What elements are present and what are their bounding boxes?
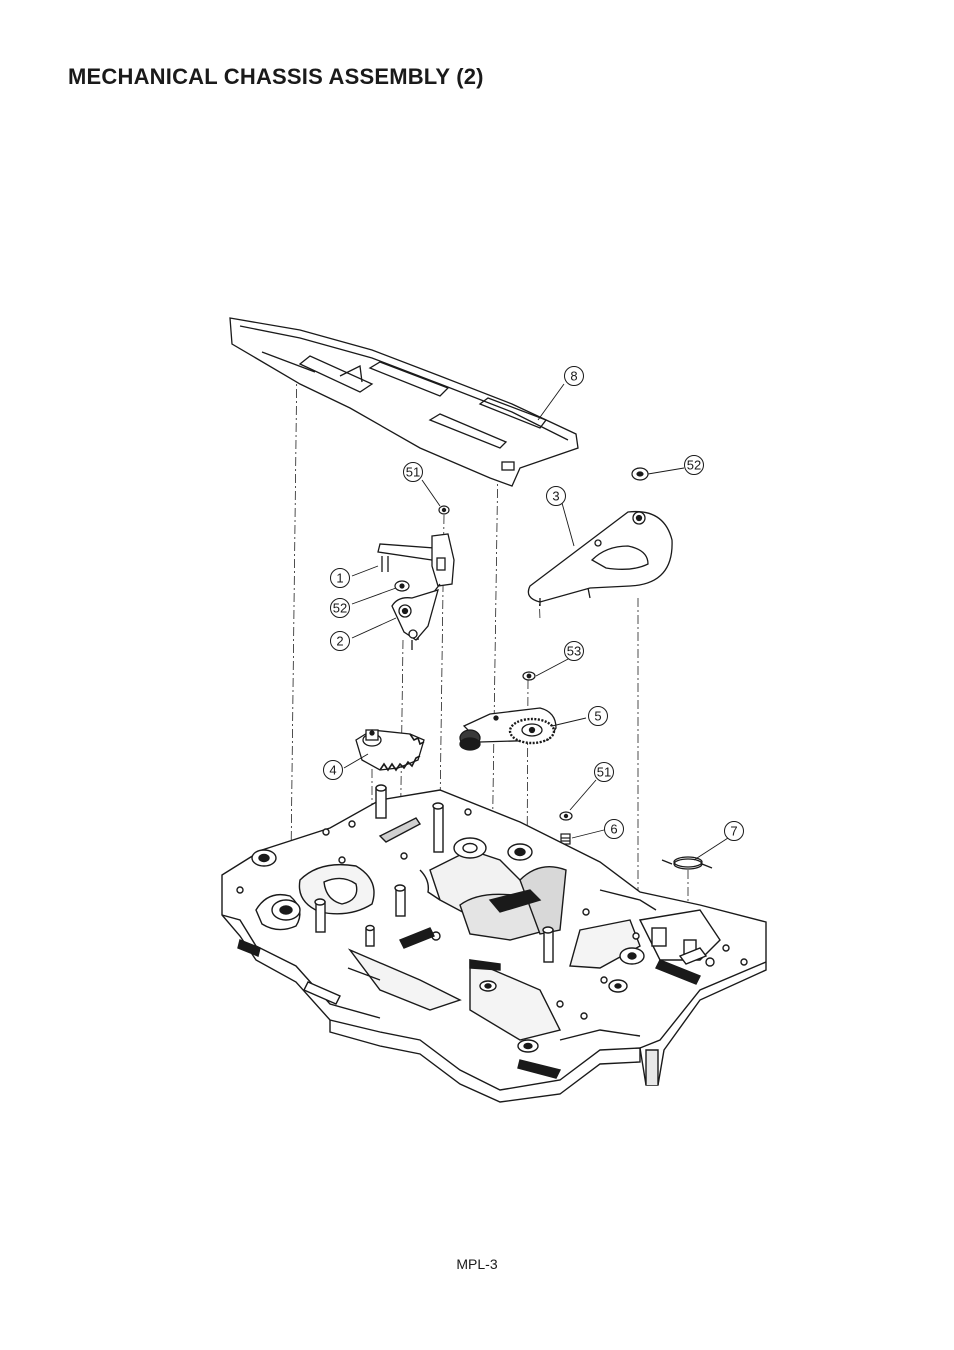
callout-2: 2 [336,634,343,649]
callout-51-upper: 51 [406,465,420,480]
part-7-spring [661,856,713,870]
page-number: MPL-3 [456,1256,498,1272]
callout-4: 4 [329,763,336,778]
callout-leaders [343,383,729,861]
part-5-gear-arm [459,707,557,751]
page-title: MECHANICAL CHASSIS ASSEMBLY (2) [68,64,484,89]
washer-51-lower [559,811,573,821]
washer-52-left [394,580,410,592]
main-chassis [221,784,767,1103]
callout-3: 3 [552,489,559,504]
callout-53: 53 [567,644,581,659]
callout-6: 6 [610,822,617,837]
part-3-lever-plate [527,510,673,606]
washer-53 [522,671,536,681]
washer-51-upper [438,505,450,515]
callout-51-lower: 51 [597,765,611,780]
callout-5: 5 [594,709,601,724]
washer-52-top [631,467,649,481]
callout-7: 7 [730,824,737,839]
part-4-sector-gear [355,729,425,772]
part-2-swing-arm [391,589,439,650]
callout-52-top: 52 [687,458,701,473]
part-8-slide-plate [229,317,579,487]
callout-1: 1 [336,571,343,586]
callout-52-left: 52 [333,601,347,616]
callout-8: 8 [570,369,577,384]
callouts: 8 52 3 51 1 52 2 53 5 4 51 6 7 [323,366,744,841]
